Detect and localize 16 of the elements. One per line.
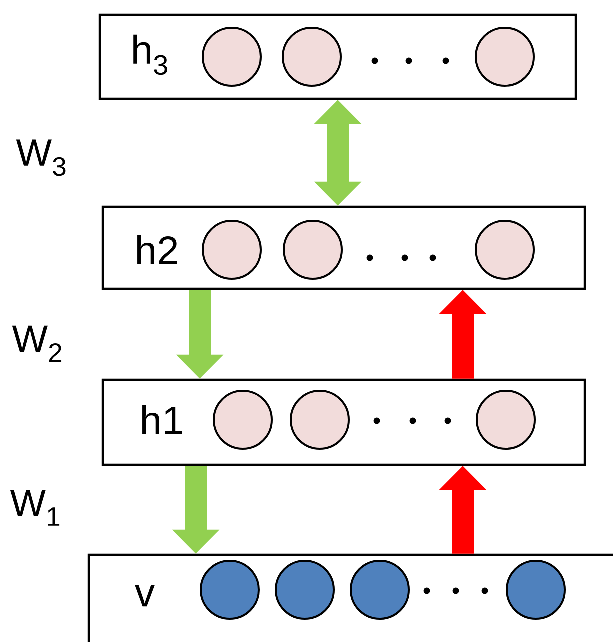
unit-circle [275, 560, 335, 620]
unit-circle [213, 390, 273, 450]
unit-circle [350, 560, 410, 620]
unit-circle [476, 390, 536, 450]
unit-circle [475, 27, 535, 87]
unit-circle [202, 220, 262, 280]
unit-circle [475, 220, 535, 280]
unit-circle [202, 27, 262, 87]
weight-label: W$_{1}$ [10, 490, 60, 526]
weight-label: W$_{2}$ [12, 326, 62, 362]
unit-circle [200, 560, 260, 620]
unit-circle [282, 27, 342, 87]
unit-circle [283, 220, 343, 280]
unit-circle [290, 390, 350, 450]
unit-circle [506, 560, 566, 620]
weight-label: W$_{3}$ [16, 140, 66, 176]
